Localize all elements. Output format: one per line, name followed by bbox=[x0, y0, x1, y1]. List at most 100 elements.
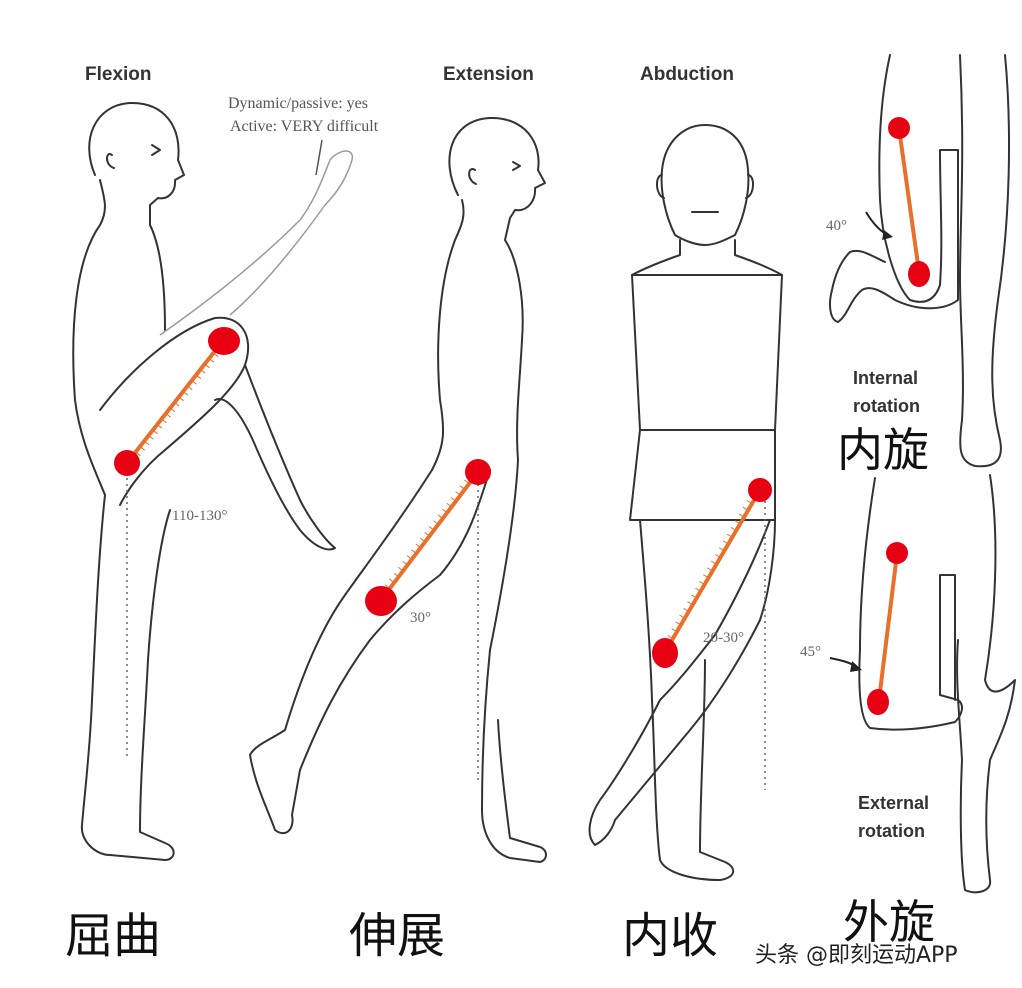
flexion-angle-label: 110-130° bbox=[172, 508, 227, 524]
abduction-zh-label: 内收 bbox=[622, 908, 718, 964]
extension-angle-label: 30° bbox=[410, 610, 431, 626]
femur-tick bbox=[384, 584, 391, 589]
femur-tick bbox=[397, 566, 404, 572]
femur-tick bbox=[703, 574, 709, 579]
internal-rotation-upper-joint bbox=[888, 117, 910, 139]
extension-torso bbox=[431, 199, 524, 471]
internal-rotation-standing-leg bbox=[959, 54, 1011, 468]
flexion-knee-joint bbox=[208, 327, 240, 355]
femur-tick bbox=[195, 374, 202, 380]
femur-tick bbox=[182, 391, 189, 396]
flexion-ear bbox=[106, 153, 115, 169]
femur-tick bbox=[169, 407, 176, 413]
femur-tick bbox=[208, 358, 215, 363]
femur-tick bbox=[148, 435, 154, 440]
femur-tick bbox=[459, 485, 466, 490]
femur-tick bbox=[135, 451, 141, 457]
femur-tick bbox=[437, 514, 444, 519]
internal-rotation-figure: 40° Internal rotation 内旋 bbox=[826, 54, 1011, 477]
extension-back-leg bbox=[249, 469, 491, 835]
femur-tick bbox=[455, 491, 461, 496]
flexion-torso bbox=[72, 179, 166, 496]
femur-tick bbox=[143, 440, 150, 446]
femur-tick bbox=[714, 554, 721, 558]
internal-rotation-arrowhead bbox=[882, 230, 893, 240]
femur-tick bbox=[191, 380, 197, 385]
femur-tick bbox=[683, 608, 690, 612]
flexion-title: Flexion bbox=[85, 64, 152, 85]
femur-tick bbox=[411, 549, 417, 554]
external-rotation-figure: 45° External rotation bbox=[800, 474, 1016, 894]
flexion-ghost-leg bbox=[159, 150, 354, 336]
extension-title: Extension bbox=[443, 64, 534, 85]
femur-tick bbox=[428, 526, 435, 531]
abduction-neck bbox=[631, 239, 783, 276]
external-rotation-arrowhead bbox=[850, 661, 862, 672]
femur-tick bbox=[442, 508, 448, 514]
external-rotation-standing-leg bbox=[956, 474, 1016, 894]
extension-ear bbox=[468, 168, 477, 185]
extension-head bbox=[448, 116, 546, 241]
femur-tick bbox=[675, 621, 682, 626]
flexion-lower-leg bbox=[214, 364, 336, 551]
femur-tick bbox=[165, 413, 171, 418]
femur-tick bbox=[730, 527, 737, 531]
femur-tick bbox=[695, 587, 701, 592]
abduction-ears bbox=[656, 174, 754, 199]
femur-tick bbox=[718, 547, 725, 552]
abduction-hip-joint bbox=[748, 478, 772, 502]
femur-tick bbox=[204, 363, 210, 369]
abduction-standing-leg bbox=[639, 519, 735, 881]
femur-tick bbox=[667, 635, 674, 639]
femur-tick bbox=[152, 429, 158, 435]
flexion-figure: Flexion Dynamic/passive: yes Active: VER… bbox=[72, 64, 379, 861]
femur-tick bbox=[402, 561, 408, 566]
abduction-figure: Abduction 20-30° bbox=[588, 64, 783, 881]
femur-tick bbox=[699, 581, 705, 585]
femur-tick bbox=[707, 567, 713, 572]
extension-standing-leg bbox=[481, 459, 547, 863]
abduction-femur-ticks bbox=[663, 493, 757, 646]
femur-tick bbox=[393, 572, 399, 578]
femur-tick bbox=[389, 578, 395, 583]
flexion-note-pointer bbox=[315, 139, 323, 176]
flexion-raised-thigh bbox=[99, 316, 250, 506]
femur-tick bbox=[679, 614, 686, 619]
femur-tick bbox=[738, 513, 745, 518]
femur-tick bbox=[415, 543, 421, 549]
abduction-torso bbox=[629, 274, 783, 521]
femur-tick bbox=[213, 352, 219, 358]
flexion-femur-ticks bbox=[131, 347, 223, 462]
femur-tick bbox=[178, 396, 184, 402]
external-rotation-label-line2: rotation bbox=[858, 821, 925, 841]
femur-tick bbox=[187, 385, 193, 391]
internal-rotation-bent-leg bbox=[829, 54, 959, 323]
abduction-knee-joint bbox=[652, 638, 678, 668]
femur-tick bbox=[746, 500, 753, 504]
femur-tick bbox=[424, 531, 430, 537]
femur-tick bbox=[174, 402, 180, 407]
femur-tick bbox=[420, 537, 426, 543]
flexion-standing-leg bbox=[80, 494, 175, 861]
external-rotation-label-line1: External bbox=[858, 793, 929, 813]
femur-tick bbox=[722, 540, 729, 545]
flexion-note-line1: Dynamic/passive: yes bbox=[228, 95, 368, 112]
femur-tick bbox=[464, 479, 470, 485]
external-rotation-lower-joint bbox=[867, 689, 889, 715]
internal-rotation-label-line1: Internal bbox=[853, 368, 918, 388]
abduction-angle-label: 20-30° bbox=[703, 630, 744, 646]
femur-tick bbox=[742, 506, 749, 511]
extension-hip-joint bbox=[465, 459, 491, 485]
femur-tick bbox=[726, 533, 733, 538]
abduction-title: Abduction bbox=[640, 64, 734, 85]
watermark-text: 头条 @即刻运动APP bbox=[755, 943, 958, 968]
internal-rotation-label-line2: rotation bbox=[853, 396, 920, 416]
extension-figure: Extension 30° bbox=[249, 64, 547, 863]
femur-tick bbox=[156, 424, 163, 429]
femur-tick bbox=[446, 502, 452, 508]
abduction-crossing-leg bbox=[588, 519, 776, 846]
external-rotation-upper-joint bbox=[886, 542, 908, 564]
femur-tick bbox=[161, 418, 167, 424]
flexion-head bbox=[88, 101, 185, 226]
